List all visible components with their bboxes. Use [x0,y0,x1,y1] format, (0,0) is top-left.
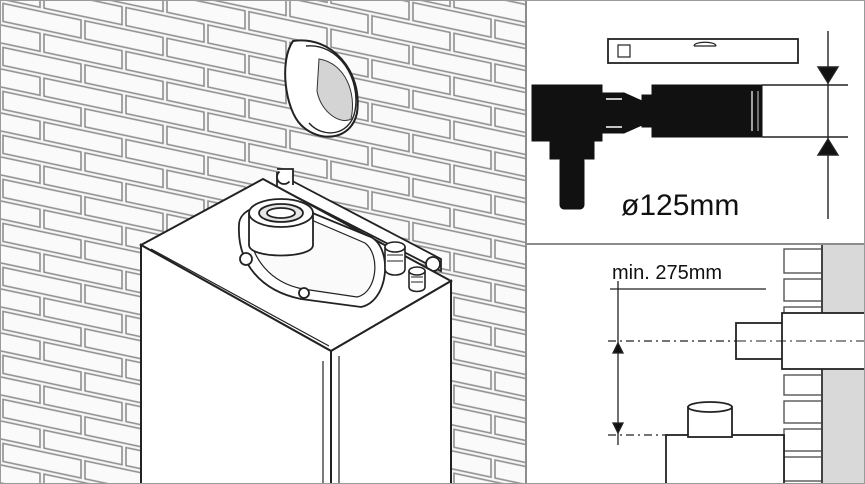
clearance-drawing [608,245,864,483]
horizontal-flue [735,312,864,370]
boiler-outline [665,401,785,483]
clearance-detail-panel [526,245,864,483]
diameter-dimension [762,31,848,219]
panel-divider-horizontal [526,243,864,245]
flue-diameter-drawing [531,31,848,219]
panel-divider-vertical [525,1,527,483]
boiler-illustration [1,1,525,483]
flue-duct [641,84,763,138]
flue-spigot [248,198,314,257]
boiler-illustration-panel [1,1,525,483]
flue-test-points [384,241,426,293]
wall-flue-sleeve [284,39,359,138]
spirit-level [607,38,799,64]
clearance-dimension [608,281,766,445]
flue-elbow [531,84,643,210]
clearance-label: min. 275mm [612,262,723,284]
flue-diameter-detail-panel [526,1,864,244]
flue-diameter-label: ø125mm [621,189,740,222]
